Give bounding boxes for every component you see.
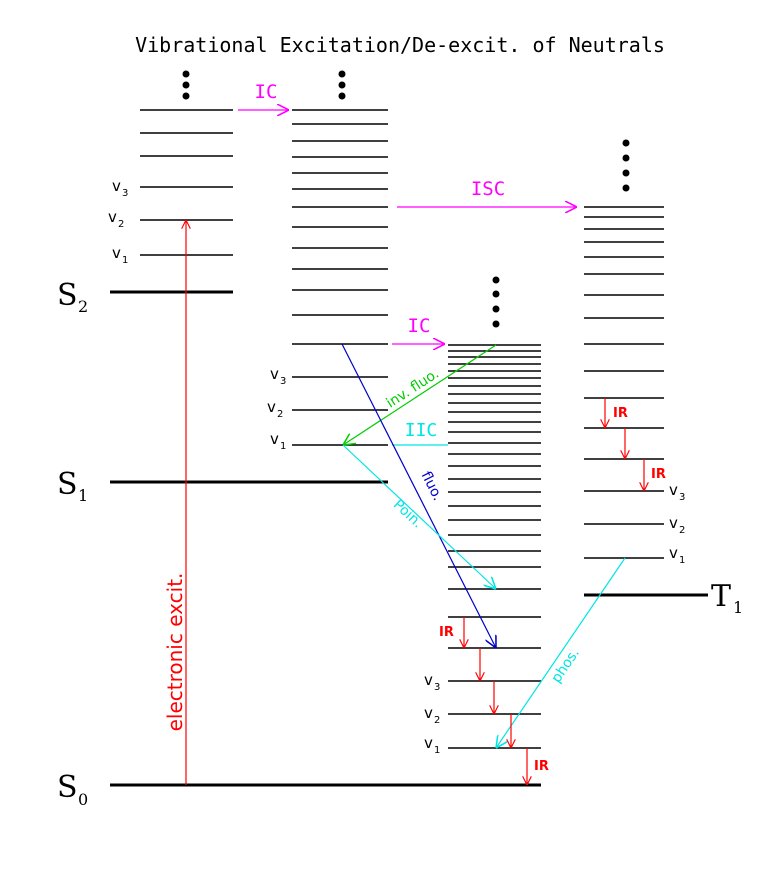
vib-label-s1-v2: v 2 (267, 398, 283, 420)
svg-text:v: v (108, 208, 117, 226)
diagram-title: Vibrational Excitation/De-excit. of Neut… (135, 33, 665, 57)
vib-label-t1-v2: v 2 (669, 514, 685, 536)
svg-text:v: v (270, 365, 279, 383)
ir-label-t1-upper: IR (613, 406, 628, 421)
ir-label-s0-upper: IR (439, 625, 454, 640)
svg-text:3: 3 (434, 682, 440, 693)
svg-text:v: v (267, 398, 276, 416)
vib-label-s2-v1: v 1 (112, 244, 128, 266)
svg-text:v: v (669, 481, 678, 499)
svg-text:1: 1 (434, 745, 440, 756)
svg-text:S: S (57, 770, 78, 805)
vib-label-s0-v2: v 2 (424, 704, 440, 726)
state-label-s0: S 0 (57, 770, 88, 809)
vib-label-s2-v2: v 2 (108, 208, 124, 230)
svg-text:v: v (669, 544, 678, 562)
svg-text:v: v (424, 704, 433, 722)
poin-label: Poin. (390, 497, 426, 532)
t1-ellipsis (622, 139, 630, 192)
svg-text:v: v (424, 734, 433, 752)
svg-text:1: 1 (78, 486, 88, 505)
t1-column (584, 206, 708, 597)
phos-arrow (496, 557, 626, 748)
vib-label-s0-v1: v 1 (424, 734, 440, 756)
vib-label-s1-v1: v 1 (270, 430, 286, 452)
svg-text:1: 1 (122, 255, 128, 266)
svg-text:2: 2 (434, 715, 440, 726)
vib-label-t1-v1: v 1 (669, 544, 685, 566)
state-label-s1: S 1 (57, 467, 88, 505)
fluo-arrow (341, 343, 496, 648)
svg-text:2: 2 (277, 409, 283, 420)
svg-text:2: 2 (679, 525, 685, 536)
state-label-t1: T 1 (711, 579, 743, 617)
s2-ellipsis (182, 70, 190, 100)
vib-label-s0-v3: v 3 (424, 671, 440, 693)
iic-label: IIC (405, 420, 438, 441)
s1-ellipsis (338, 70, 346, 100)
vib-label-s1-v3: v 3 (270, 365, 286, 387)
svg-text:S: S (57, 467, 78, 502)
svg-text:0: 0 (78, 790, 88, 809)
svg-text:1: 1 (733, 598, 743, 617)
inv-fluo-arrow (343, 344, 497, 445)
svg-text:v: v (112, 244, 121, 262)
svg-text:3: 3 (122, 188, 128, 199)
svg-text:3: 3 (280, 376, 286, 387)
ic-label-s2-s1: IC (255, 81, 278, 103)
svg-text:v: v (669, 514, 678, 532)
svg-text:v: v (112, 177, 121, 195)
svg-text:1: 1 (280, 441, 286, 452)
s2-column (110, 109, 233, 294)
svg-text:1: 1 (679, 555, 685, 566)
svg-text:v: v (424, 671, 433, 689)
state-label-s2: S 2 (57, 278, 88, 316)
poin-arrow (342, 444, 496, 589)
svg-text:S: S (57, 278, 78, 313)
fluo-label: fluo. (418, 469, 446, 503)
svg-text:2: 2 (118, 219, 124, 230)
svg-text:T: T (711, 579, 731, 614)
s1-column (110, 109, 388, 484)
phos-label: phos. (548, 646, 583, 687)
svg-text:2: 2 (78, 297, 88, 316)
inv-fluo-label: inv. fluo. (384, 366, 442, 412)
isc-label: ISC (471, 178, 505, 200)
ir-label-t1-lower: IR (651, 467, 666, 482)
vib-label-t1-v3: v 3 (669, 481, 685, 503)
ic-label-s1-s0: IC (408, 315, 431, 337)
vib-label-s2-v3: v 3 (112, 177, 128, 199)
svg-text:3: 3 (679, 492, 685, 503)
s0-ellipsis (492, 276, 500, 328)
svg-text:v: v (270, 430, 279, 448)
ir-label-s0-lower: IR (534, 759, 549, 774)
electronic-excitation-label: electronic excit. (163, 573, 187, 732)
